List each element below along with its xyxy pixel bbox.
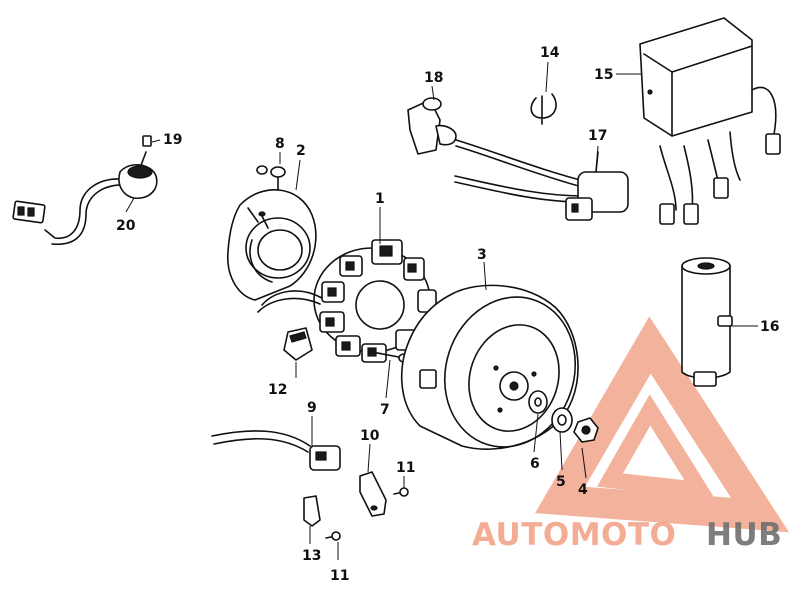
callout-5: 5 (556, 474, 566, 490)
callout-4: 4 (578, 482, 588, 498)
callout-16: 16 (760, 319, 779, 335)
callout-numbers: 1 2 3 4 5 6 7 8 9 10 11 11 12 13 14 15 1… (116, 45, 779, 584)
callout-13: 13 (302, 548, 321, 564)
callout-11-lower: 11 (330, 568, 349, 584)
callout-6: 6 (530, 456, 540, 472)
callout-7: 7 (380, 402, 390, 418)
part-17-ignition-coil (454, 139, 629, 221)
callout-15: 15 (594, 67, 613, 83)
callout-10: 10 (360, 428, 380, 444)
watermark-text-hub: HUB (706, 517, 782, 553)
part-1-stator (257, 239, 437, 363)
part-9-sensor (211, 430, 341, 471)
part-14-clip (530, 93, 557, 125)
watermark-text-automoto: AUTOMOTO (472, 517, 676, 553)
part-10-bracket (359, 471, 387, 517)
part-20-sensor-assembly (12, 135, 158, 245)
callout-17: 17 (588, 128, 607, 144)
callout-8: 8 (275, 136, 285, 152)
part-18-plug-cap (407, 97, 457, 155)
callout-18: 18 (424, 70, 443, 86)
part-15-cdi-unit (639, 17, 781, 225)
callout-14: 14 (540, 45, 560, 61)
watermark-triangle-inner (597, 394, 716, 500)
watermark-text: AUTOMOTO HUB (472, 517, 782, 553)
callout-12: 12 (268, 382, 287, 398)
part-11-screws (325, 487, 409, 541)
callout-11-upper: 11 (396, 460, 415, 476)
parts-4-5-6-hardware (528, 390, 599, 443)
part-12-pickup (283, 327, 313, 361)
part-8-screws (256, 165, 286, 191)
watermark-triangle-outer (535, 316, 790, 533)
watermark-logo (535, 316, 790, 533)
leader-lines (125, 61, 758, 560)
part-2-base-plate (227, 189, 317, 301)
callout-2: 2 (296, 143, 306, 159)
callout-3: 3 (477, 247, 487, 263)
callout-20: 20 (116, 218, 136, 234)
callout-19: 19 (163, 132, 182, 148)
callout-9: 9 (307, 400, 317, 416)
part-13-tab (303, 495, 321, 527)
part-16-condenser (681, 257, 733, 387)
callout-1: 1 (375, 191, 385, 207)
